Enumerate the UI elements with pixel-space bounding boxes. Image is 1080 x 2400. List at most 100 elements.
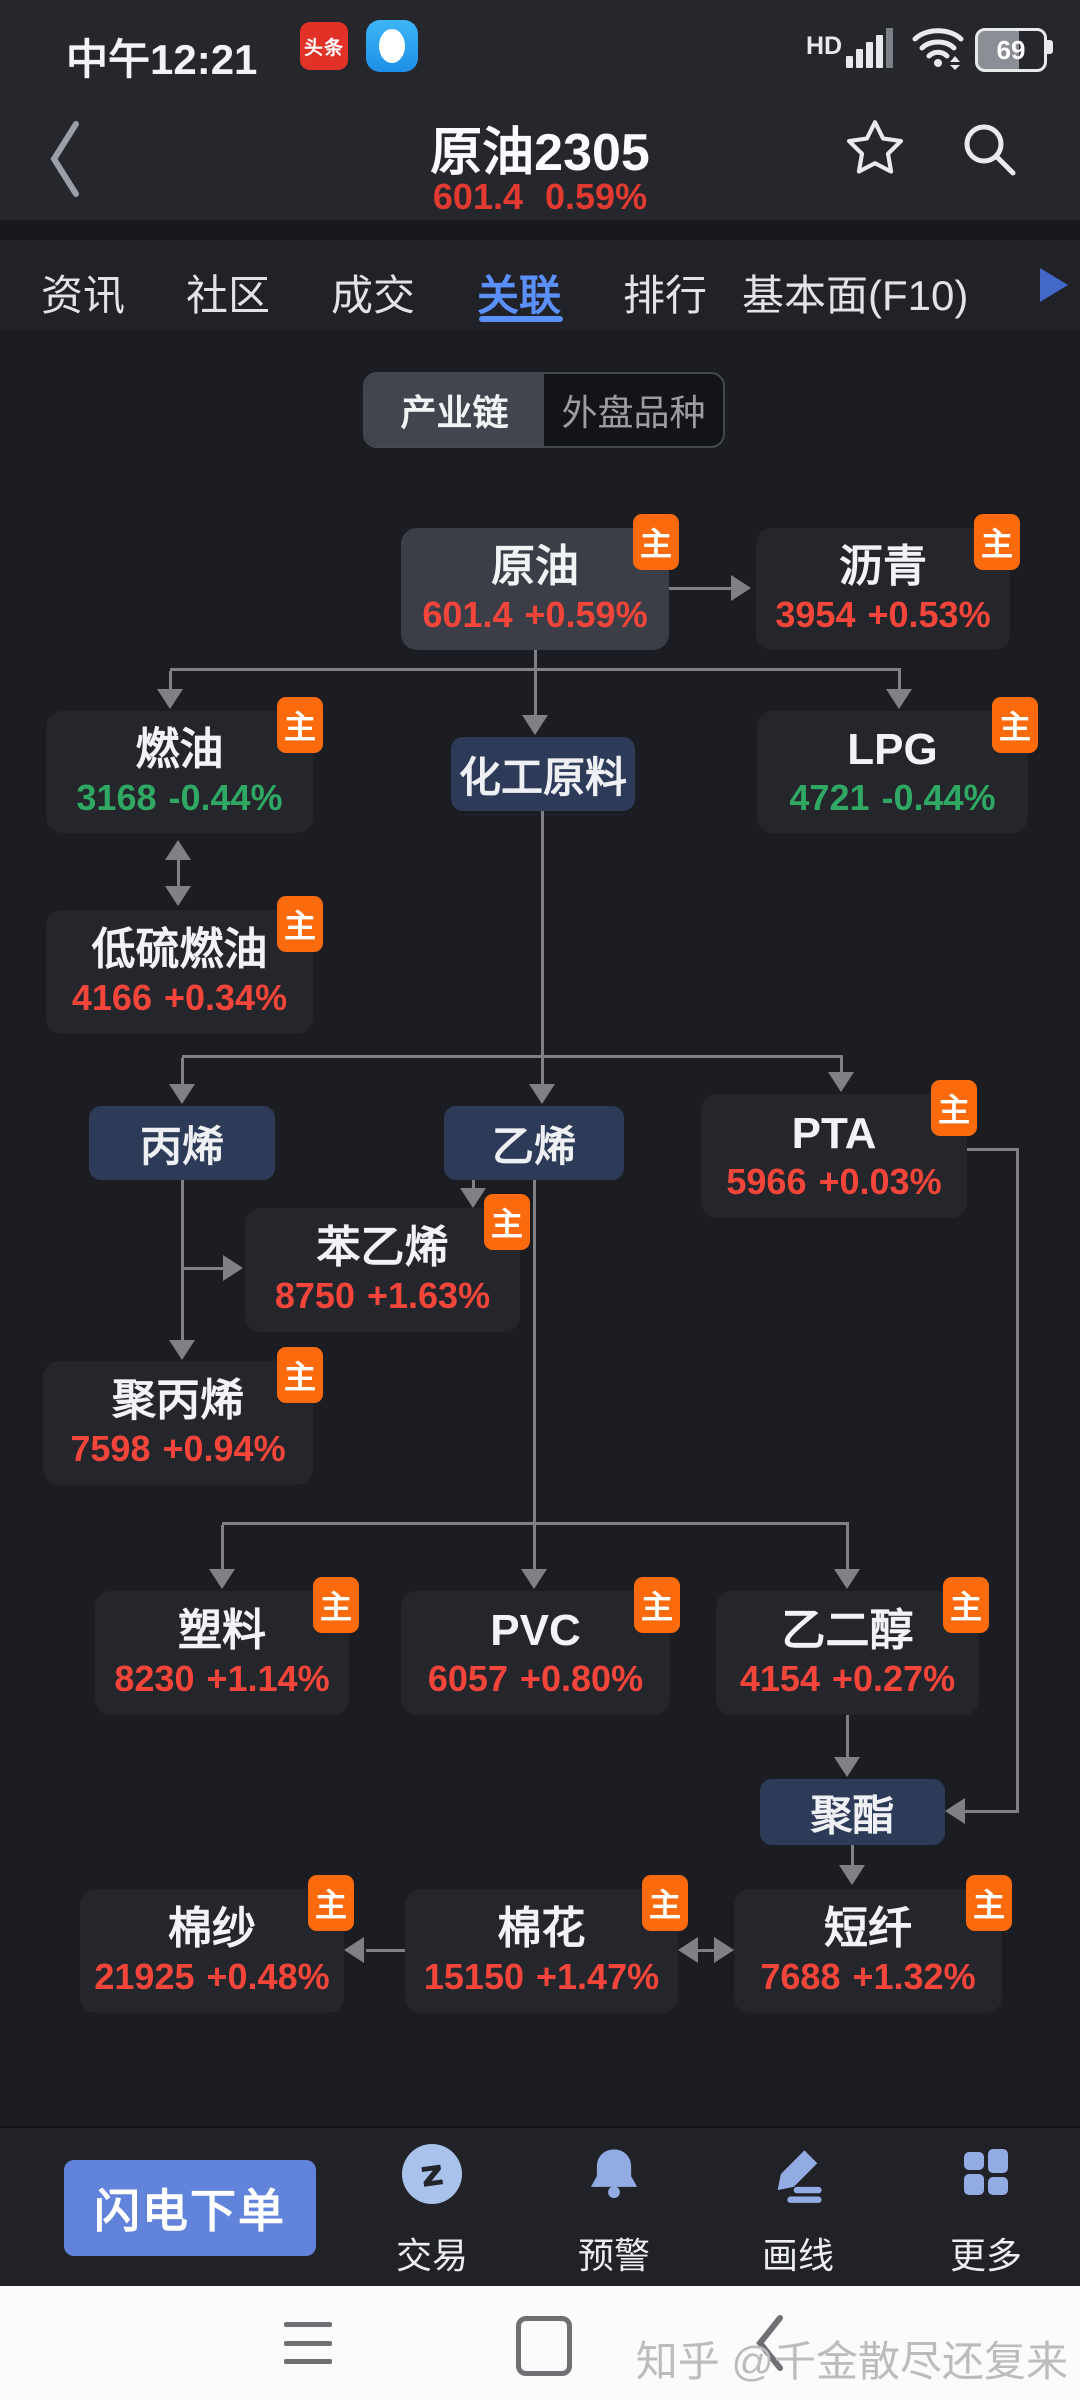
main-contract-badge: 主 bbox=[634, 1577, 680, 1633]
tab-community[interactable]: 社区 bbox=[186, 272, 271, 319]
toolbar-alert[interactable]: 预警 bbox=[544, 2144, 684, 2274]
connector-line bbox=[169, 671, 172, 691]
back-button[interactable] bbox=[44, 116, 88, 207]
node-short-fiber[interactable]: 主 短纤 7688+1.32% bbox=[734, 1875, 1012, 2013]
page-title: 原油2305 bbox=[430, 124, 650, 182]
connector-line bbox=[472, 1180, 475, 1190]
connector-line bbox=[541, 811, 544, 1058]
connector-line bbox=[534, 650, 537, 668]
connector-arrow-down bbox=[834, 1757, 860, 1777]
status-time: 中午12:21 bbox=[66, 36, 258, 83]
connector-arrow-down bbox=[209, 1569, 235, 1589]
segment-industry-chain[interactable]: 产业链 bbox=[365, 374, 544, 446]
connector-arrow-right bbox=[714, 1937, 734, 1963]
connector-arrow-up bbox=[165, 840, 191, 860]
main-contract-badge: 主 bbox=[642, 1875, 688, 1931]
main-contract-badge: 主 bbox=[277, 697, 323, 753]
favorite-star-icon[interactable] bbox=[842, 116, 908, 187]
tab-trades[interactable]: 成交 bbox=[331, 272, 416, 319]
node-polypropylene[interactable]: 主 聚丙烯 7598+0.94% bbox=[43, 1347, 323, 1485]
connector-line bbox=[533, 1525, 536, 1571]
toolbar-draw[interactable]: 画线 bbox=[728, 2144, 868, 2274]
toolbar-more[interactable]: 更多 bbox=[916, 2144, 1056, 2274]
flash-order-button[interactable]: 闪电下单 bbox=[64, 2160, 316, 2256]
node-styrene[interactable]: 主 苯乙烯 8750+1.63% bbox=[245, 1194, 530, 1332]
connector-line bbox=[170, 668, 901, 671]
search-icon[interactable] bbox=[958, 118, 1022, 187]
label-propylene: 丙烯 bbox=[89, 1106, 275, 1180]
connector-line bbox=[669, 587, 731, 590]
nav-back-icon[interactable] bbox=[752, 2312, 788, 2379]
main-contract-badge: 主 bbox=[966, 1875, 1012, 1931]
grid-icon bbox=[958, 2144, 1014, 2205]
node-cotton-yarn[interactable]: 主 棉纱 21925+0.48% bbox=[80, 1875, 354, 2013]
main-contract-badge: 主 bbox=[992, 697, 1038, 753]
connector-line bbox=[846, 1525, 849, 1571]
label-chemical-feedstock: 化工原料 bbox=[451, 737, 635, 811]
toutiao-app-icon: 头条 bbox=[300, 22, 348, 70]
connector-line bbox=[534, 671, 537, 717]
connector-arrow-down bbox=[529, 1084, 555, 1104]
main-contract-badge: 主 bbox=[633, 514, 679, 570]
connector-line bbox=[967, 1148, 1019, 1151]
header-last-price: 601.4 bbox=[432, 176, 523, 217]
tab-news[interactable]: 资讯 bbox=[41, 272, 126, 319]
connector-arrow-down bbox=[165, 886, 191, 906]
connector-arrow-down bbox=[460, 1188, 486, 1208]
node-low-sulfur-fuel-oil[interactable]: 主 低硫燃油 4166+0.34% bbox=[46, 896, 323, 1034]
connector-arrow-down bbox=[839, 1865, 865, 1885]
connector-line bbox=[898, 671, 901, 691]
connector-line bbox=[181, 1058, 184, 1086]
connector-line bbox=[221, 1525, 224, 1571]
connector-line bbox=[181, 1180, 184, 1342]
label-polyester: 聚酯 bbox=[760, 1779, 945, 1845]
battery-cap bbox=[1047, 40, 1053, 54]
node-plastic[interactable]: 主 塑料 8230+1.14% bbox=[95, 1577, 359, 1715]
connector-arrow-down bbox=[886, 689, 912, 709]
connector-arrow-right bbox=[223, 1255, 243, 1281]
node-pvc[interactable]: 主 PVC 6057+0.80% bbox=[401, 1577, 680, 1715]
connector-line bbox=[182, 1055, 843, 1058]
connector-line bbox=[366, 1949, 405, 1952]
connector-line bbox=[851, 1845, 854, 1867]
bell-icon bbox=[584, 2144, 644, 2209]
recents-menu-icon[interactable] bbox=[284, 2322, 332, 2364]
signal-bars-icon bbox=[846, 28, 902, 68]
connector-arrow-down bbox=[169, 1084, 195, 1104]
node-pta[interactable]: 主 PTA 5966+0.03% bbox=[701, 1080, 977, 1218]
segment-foreign-markets[interactable]: 外盘品种 bbox=[561, 392, 706, 433]
connector-arrow-left bbox=[344, 1937, 364, 1963]
connector-line bbox=[533, 1180, 536, 1522]
node-ethylene-glycol[interactable]: 主 乙二醇 4154+0.27% bbox=[716, 1577, 989, 1715]
more-tabs-arrow-icon[interactable] bbox=[1040, 268, 1068, 302]
pencil-icon bbox=[768, 2144, 828, 2209]
home-icon[interactable] bbox=[516, 2316, 572, 2376]
tab-fundamentals[interactable]: 基本面(F10) bbox=[742, 272, 969, 319]
main-contract-badge: 主 bbox=[277, 896, 323, 952]
node-lpg[interactable]: 主 LPG 4721-0.44% bbox=[757, 697, 1038, 833]
connector-arrow-down bbox=[828, 1072, 854, 1092]
header-price: 601.4 0.59% bbox=[0, 176, 1080, 218]
tab-related[interactable]: 关联 bbox=[477, 272, 562, 319]
trade-logo-icon bbox=[402, 2144, 462, 2204]
node-fuel-oil[interactable]: 主 燃油 3168-0.44% bbox=[46, 697, 323, 833]
connector-line bbox=[1016, 1148, 1019, 1812]
node-crude-oil[interactable]: 主 原油 601.4+0.59% bbox=[401, 514, 679, 650]
node-bitumen[interactable]: 主 沥青 3954+0.53% bbox=[756, 514, 1020, 650]
watermark: 知乎 @千金散尽还复来 bbox=[635, 2338, 1068, 2385]
main-contract-badge: 主 bbox=[313, 1577, 359, 1633]
main-contract-badge: 主 bbox=[308, 1875, 354, 1931]
node-cotton[interactable]: 主 棉花 15150+1.47% bbox=[405, 1875, 688, 2013]
header-divider bbox=[0, 220, 1080, 240]
tab-ranking[interactable]: 排行 bbox=[623, 272, 708, 319]
toolbar-trade[interactable]: 交易 bbox=[362, 2144, 502, 2274]
connector-arrow-down bbox=[169, 1340, 195, 1360]
messenger-app-icon bbox=[366, 20, 418, 72]
connector-line bbox=[182, 1267, 223, 1270]
header-change-pct: 0.59% bbox=[545, 176, 648, 217]
connector-arrow-right bbox=[731, 575, 751, 601]
battery-icon: 69 bbox=[975, 28, 1047, 72]
connector-line bbox=[963, 1810, 1019, 1813]
label-ethylene: 乙烯 bbox=[444, 1106, 624, 1180]
